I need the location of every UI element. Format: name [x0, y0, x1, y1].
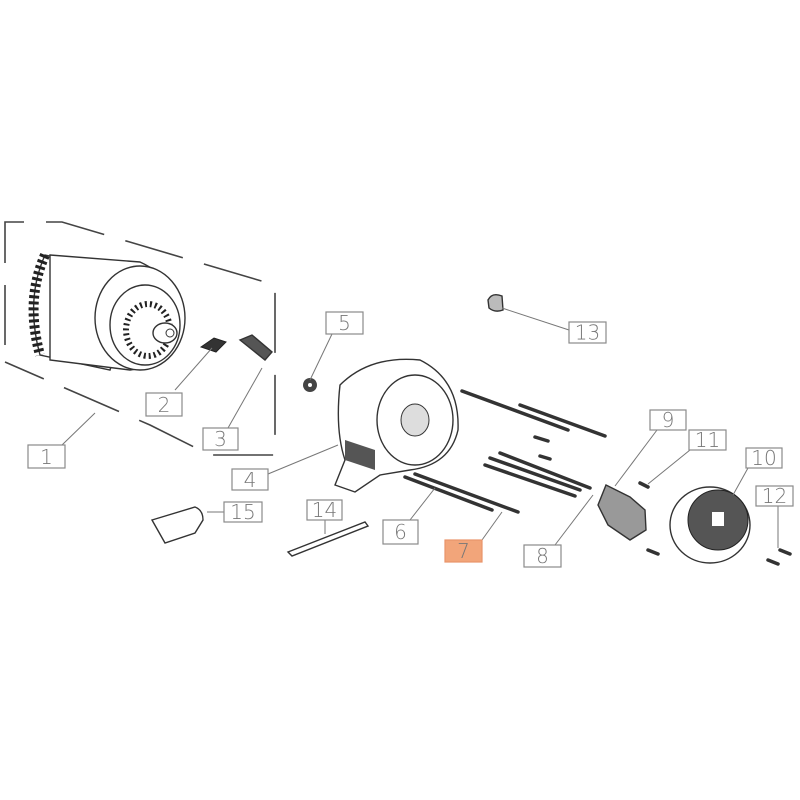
callout-6[interactable]: 6: [382, 519, 419, 545]
callout-label: 1: [40, 445, 53, 469]
callout-1[interactable]: 1: [27, 444, 66, 469]
callout-2[interactable]: 2: [145, 392, 183, 417]
callout-label: 11: [695, 428, 720, 452]
callout-8[interactable]: 8: [523, 544, 562, 568]
callout-label: 7: [457, 539, 470, 563]
part-10-fan-cover: [669, 486, 751, 564]
callout-label: 13: [575, 321, 600, 345]
callout-label: 4: [244, 468, 257, 492]
callout-label: 10: [751, 446, 776, 470]
part-4-housing: [334, 358, 459, 493]
callout-13[interactable]: 13: [568, 321, 607, 345]
part-15-cap: [150, 506, 204, 544]
callout-11[interactable]: 11: [688, 428, 727, 452]
callout-4[interactable]: 4: [231, 468, 269, 492]
part-3-terminal: [238, 334, 273, 361]
callout-9[interactable]: 9: [649, 408, 687, 432]
part-2-brush: [199, 337, 227, 353]
callout-5[interactable]: 5: [325, 311, 364, 335]
callout-label: 9: [662, 408, 675, 432]
part-13-plug: [487, 293, 504, 312]
callout-label: 8: [536, 544, 549, 568]
callout-label: 5: [338, 311, 351, 335]
callout-label: 6: [394, 520, 407, 544]
screws: [638, 481, 792, 566]
part-5-washer: [303, 378, 317, 392]
part-14-rail: [286, 521, 370, 557]
part-9-cover: [597, 484, 647, 541]
callout-14[interactable]: 14: [306, 498, 343, 522]
tie-rods: [403, 389, 607, 514]
callout-7-highlighted[interactable]: 7: [444, 539, 483, 563]
leader-lines: [61, 307, 779, 548]
callout-label: 12: [762, 484, 787, 508]
callout-3[interactable]: 3: [202, 427, 239, 451]
callout-label: 3: [214, 427, 227, 451]
part-1-stator-rotor: [28, 252, 186, 371]
callout-label: 14: [312, 498, 337, 522]
assembly-group-outline: [4, 221, 276, 456]
callout-12[interactable]: 12: [755, 484, 794, 508]
callout-10[interactable]: 10: [745, 446, 783, 470]
callout-label: 2: [158, 393, 171, 417]
callout-label: 15: [230, 500, 255, 524]
callout-15[interactable]: 15: [223, 500, 263, 524]
